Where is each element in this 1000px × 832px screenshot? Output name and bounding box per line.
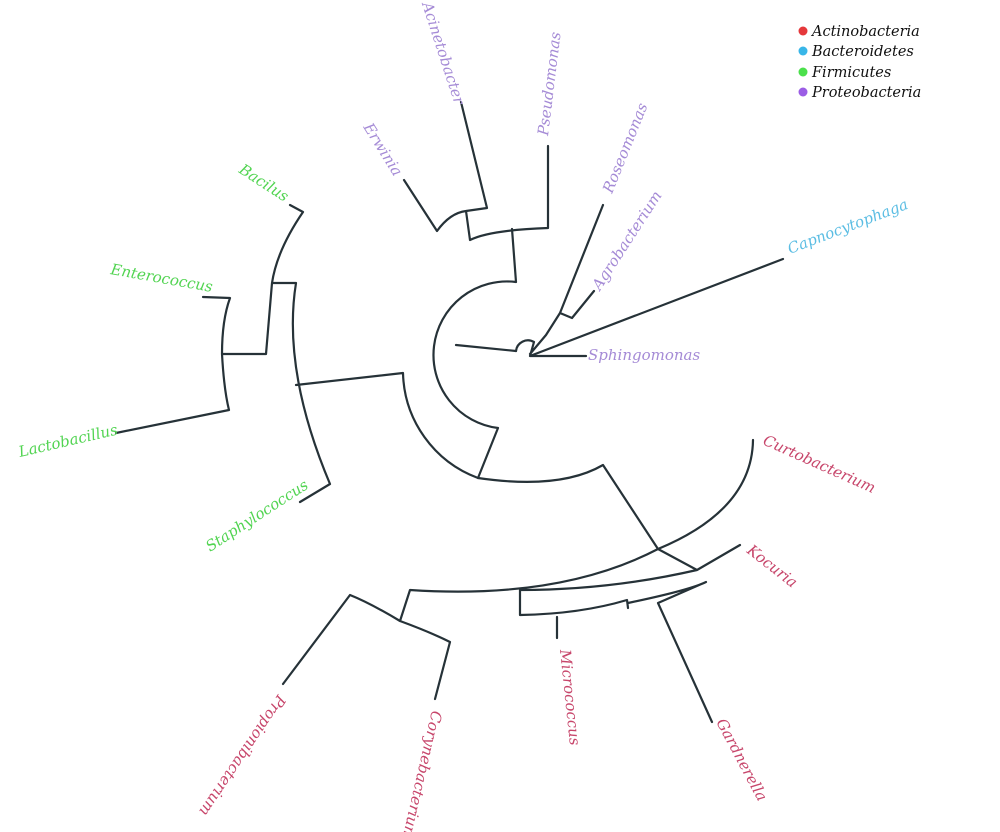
branch-proteobacteria — [402, 100, 550, 242]
leaf-label: Pseudomonas — [534, 31, 565, 138]
leaf-label: Bacilus — [235, 160, 292, 206]
leaf-label: Capnocytophaga — [785, 195, 910, 257]
leaf-label: Lactobacillus — [16, 421, 120, 462]
leaf-label: Erwinia — [359, 119, 406, 180]
leaf-label: Curtobacterium — [760, 431, 878, 497]
legend-dot — [798, 26, 808, 36]
legend-dot — [798, 87, 808, 97]
leaf-label: Kocuria — [743, 540, 801, 591]
branch-actinobacteria — [281, 438, 755, 724]
legend-label: Actinobacteria — [810, 24, 920, 40]
leaf-label: Micrococcus — [556, 648, 584, 747]
legend-dot — [798, 46, 808, 56]
leaf-label: Acinetobacter — [418, 0, 469, 107]
leaf-label: Enterococcus — [108, 260, 214, 296]
leaf-label: Roseomonas — [599, 100, 652, 196]
legend-item-bacteroidetes: Bacteroidetes — [798, 44, 914, 60]
legend-item-actinobacteria: Actinobacteria — [798, 24, 920, 40]
leaf-label: Corynebacterium — [398, 709, 445, 832]
branch-firmicutes — [114, 203, 332, 504]
legend-item-firmicutes: Firmicutes — [798, 65, 891, 81]
tree-branches — [114, 100, 785, 724]
leaf-label: Propionibacterium — [195, 691, 290, 820]
leaf-label: Sphingomonas — [588, 346, 700, 364]
branch-lower-arc — [294, 371, 660, 551]
leaf-label: Staphylococcus — [202, 476, 311, 556]
legend-label: Firmicutes — [811, 65, 891, 81]
branch-main-arc — [432, 227, 518, 480]
leaf-label: Agrobacterium — [587, 187, 665, 294]
legend-label: Proteobacteria — [811, 85, 921, 101]
branch-root — [514, 203, 785, 358]
leaf-label: Gardnerella — [712, 715, 771, 804]
leaf-labels: Acinetobacter Pseudomonas Erwinia Roseom… — [16, 0, 911, 832]
legend: Actinobacteria Bacteroidetes Firmicutes … — [798, 24, 921, 101]
legend-item-proteobacteria: Proteobacteria — [798, 85, 921, 101]
legend-label: Bacteroidetes — [811, 44, 914, 60]
legend-dot — [798, 67, 808, 77]
